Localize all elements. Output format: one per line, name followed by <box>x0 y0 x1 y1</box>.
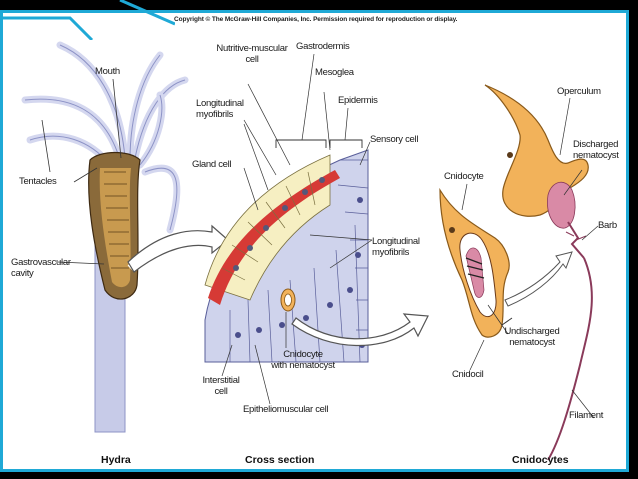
label-epitheliomuscular-cell: Epitheliomuscular cell <box>243 404 329 415</box>
label-tentacles: Tentacles <box>19 176 57 187</box>
label-undischarged-nematocyst: Undischarged nematocyst <box>504 326 560 348</box>
label-epidermis: Epidermis <box>338 95 378 106</box>
caption-cnidocytes: Cnidocytes <box>512 454 569 466</box>
label-interstitial-cell: Interstitial cell <box>202 375 240 397</box>
label-filament: Filament <box>569 410 604 421</box>
label-barb: Barb <box>598 220 617 231</box>
label-cnidocyte-with-nematocyst: Cnidocyte with nematocyst <box>271 349 335 371</box>
label-discharged-nematocyst: Discharged nematocyst <box>573 139 619 161</box>
label-gastrovascular-cavity: Gastrovascular cavity <box>11 257 71 279</box>
label-operculum: Operculum <box>557 86 601 97</box>
cnidocytes-figure <box>439 84 599 461</box>
label-gland-cell: Gland cell <box>192 159 232 170</box>
label-nutritive-muscular-cell: Nutritive-muscular cell <box>216 43 288 65</box>
caption-cross-section: Cross section <box>245 454 315 466</box>
label-cnidocyte: Cnidocyte <box>444 171 484 182</box>
hydra-figure <box>21 41 229 433</box>
caption-hydra: Hydra <box>101 454 131 466</box>
label-cnidocil: Cnidocil <box>452 369 484 380</box>
cross-section-figure <box>204 53 429 405</box>
label-sensory-cell: Sensory cell <box>370 134 419 145</box>
label-mesoglea: Mesoglea <box>315 67 354 78</box>
label-longitudinal-myofibrils-right: Longitudinal myofibrils <box>372 236 420 258</box>
corner-accent <box>0 0 175 40</box>
label-gastrodermis: Gastrodermis <box>296 41 350 52</box>
copyright-notice: Copyright © The McGraw-Hill Companies, I… <box>174 16 458 23</box>
label-longitudinal-myofibrils-left: Longitudinal myofibrils <box>196 98 244 120</box>
label-mouth: Mouth <box>95 66 120 77</box>
